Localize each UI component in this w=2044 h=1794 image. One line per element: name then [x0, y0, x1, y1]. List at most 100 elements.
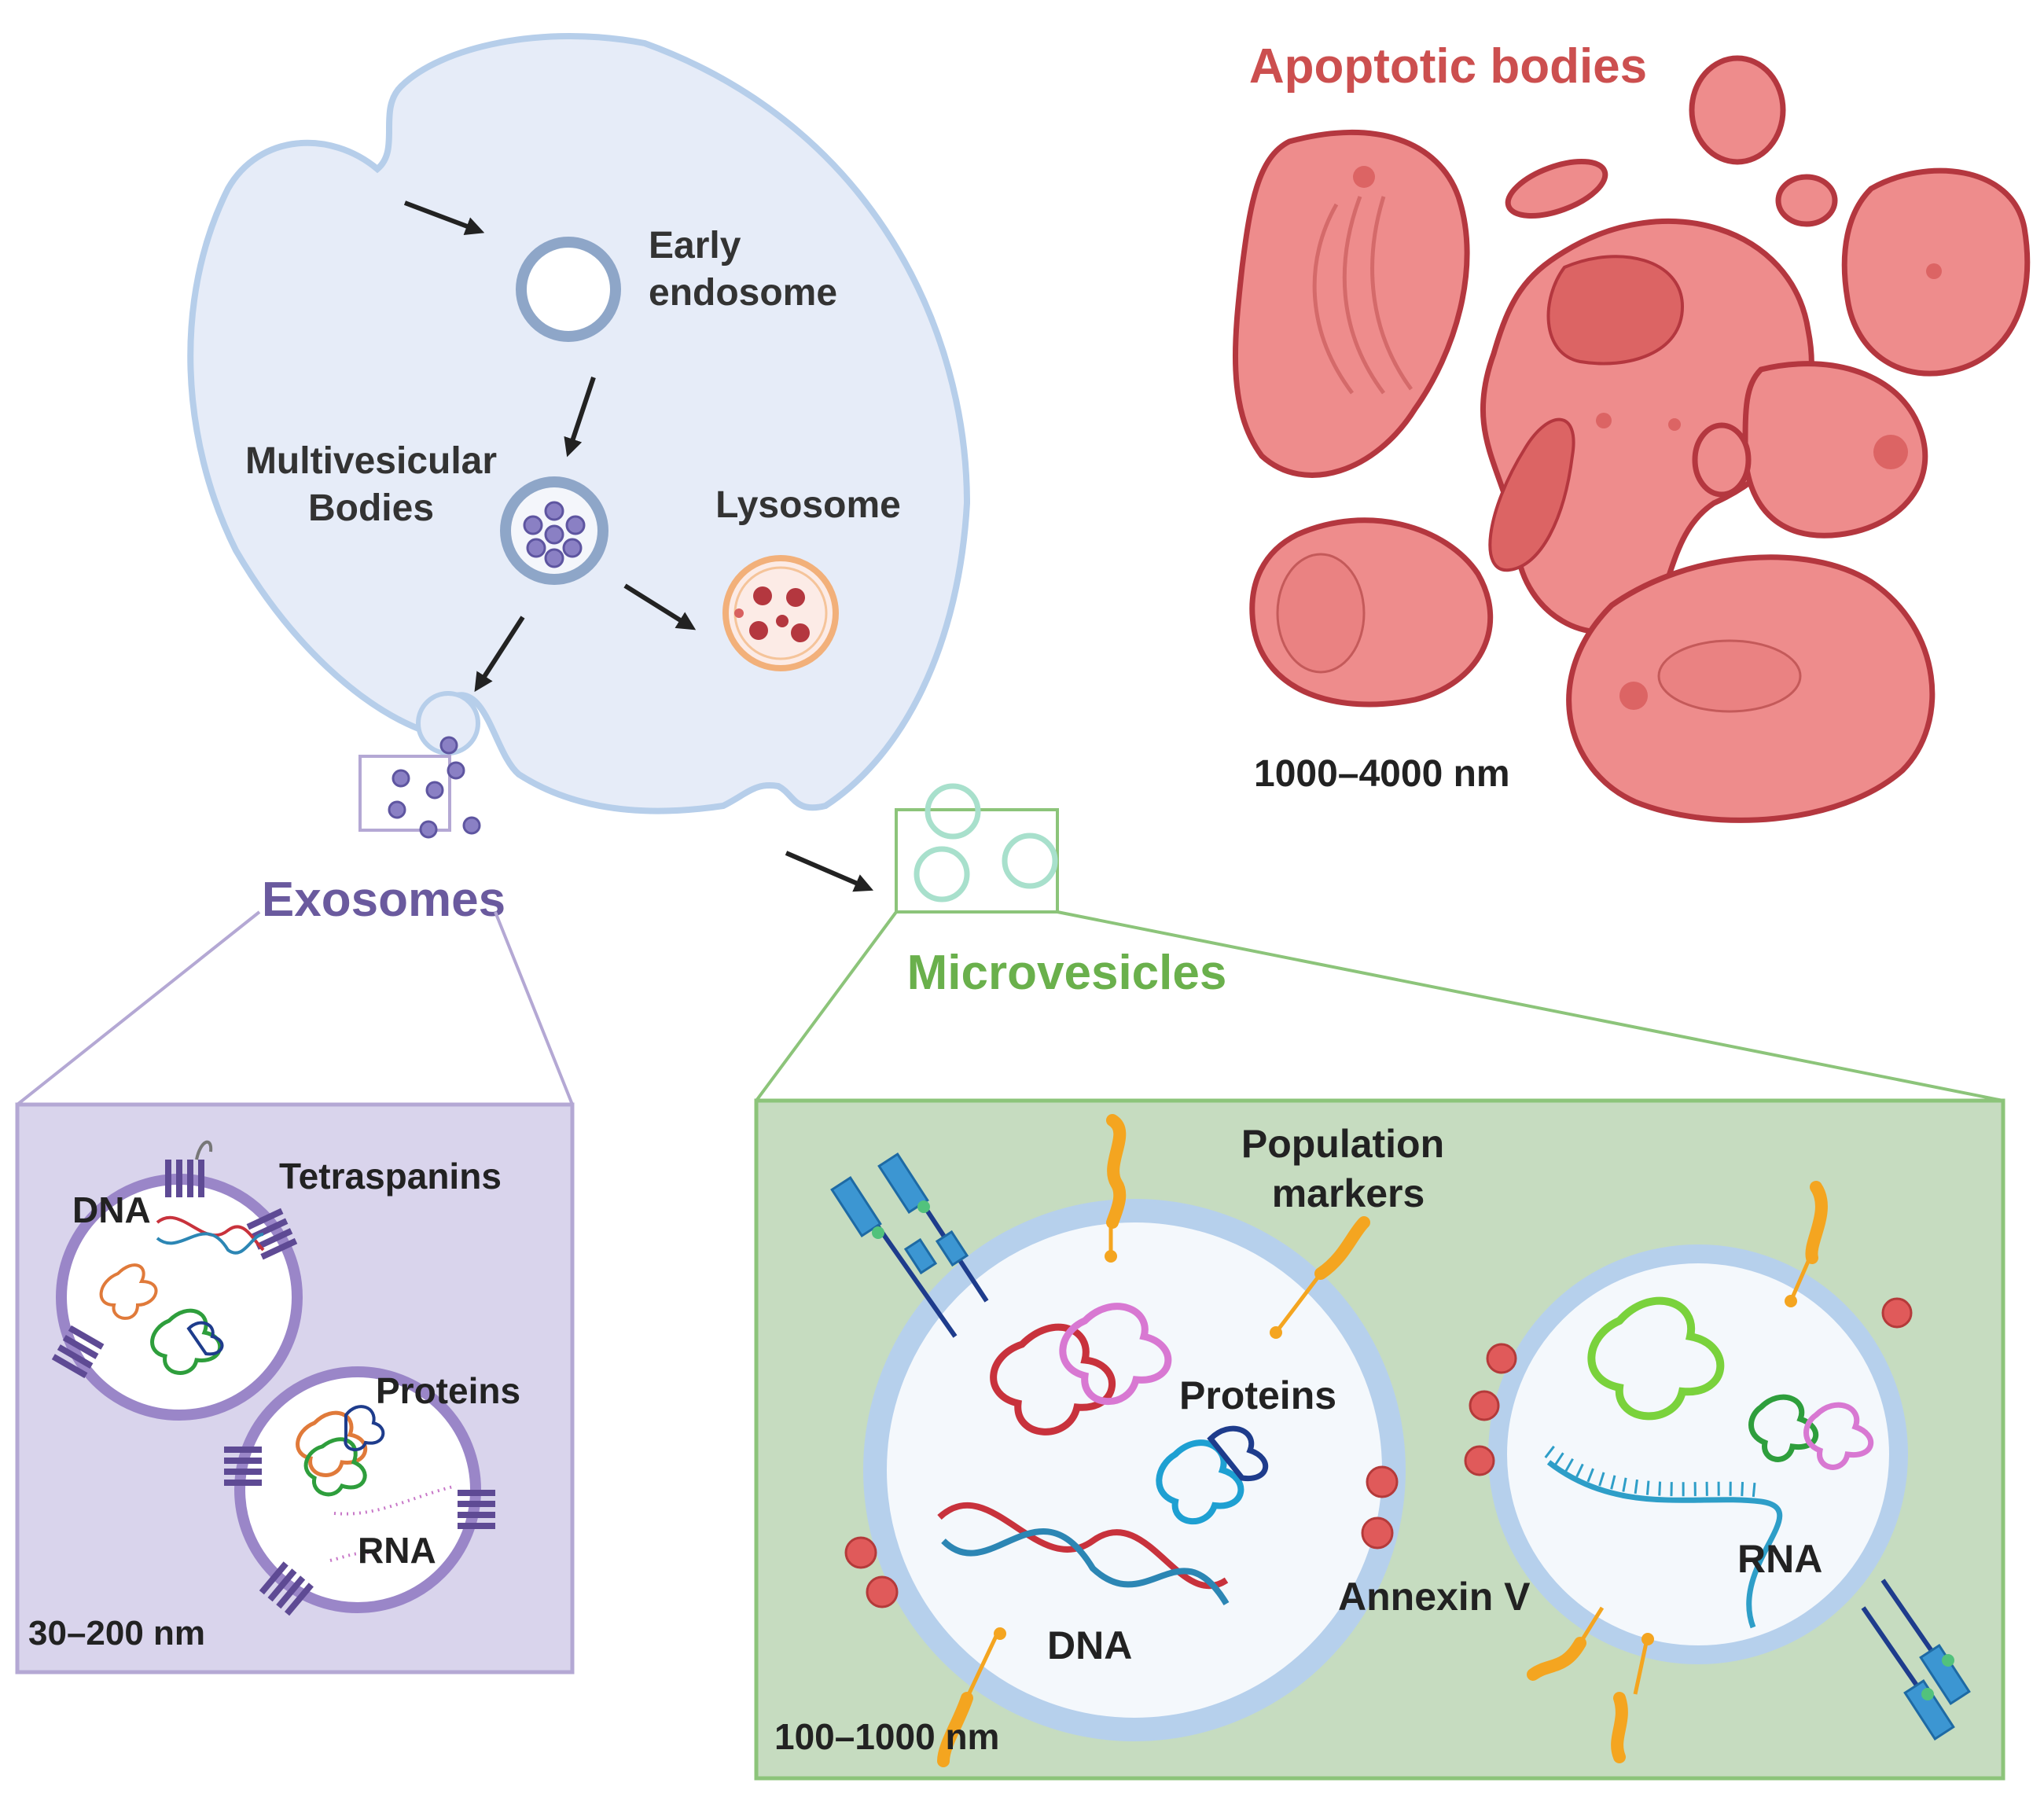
annexin-sphere: [1361, 1516, 1394, 1550]
annexin-label: Annexin V: [1338, 1575, 1531, 1619]
dna-helix: [941, 1528, 1230, 1606]
microvesicle: [863, 1199, 1406, 1741]
receptor-icon: [1861, 1579, 1971, 1741]
lysosome-granule: [791, 623, 810, 642]
population-marker-anchor: [994, 1627, 1006, 1640]
population-marker: [1805, 1181, 1828, 1264]
apoptotic-small-body: [1692, 422, 1752, 498]
cell: Early endosome Multivesicular Bodies Lys…: [187, 33, 1059, 914]
protein-blob: [1587, 1296, 1725, 1421]
annexin-sphere: [866, 1575, 899, 1608]
released-exosome: [425, 781, 444, 800]
exosome-rna-label: RNA: [358, 1530, 436, 1571]
population-marker-stem: [965, 1630, 1001, 1700]
lysosome-label: Lysosome: [715, 484, 901, 526]
apoptotic-granule: [1619, 682, 1648, 710]
apoptotic-granule: [1668, 418, 1681, 431]
population-marker: [937, 1692, 973, 1767]
protein-blob: [1803, 1402, 1874, 1470]
lysosome-granule: [749, 621, 768, 640]
arrow-to-microvesicles: [785, 851, 874, 892]
early-endosome-label-2: endosome: [649, 272, 837, 314]
mvb-vesicle: [526, 538, 546, 558]
population-marker-anchor: [1785, 1295, 1797, 1307]
released-exosome: [447, 761, 465, 780]
mvb-vesicle: [562, 538, 583, 558]
released-microvesicle: [914, 846, 970, 903]
released-exosome: [392, 769, 410, 788]
microvesicle-size: 100–1000 nm: [774, 1716, 999, 1757]
population-marker-stem: [1578, 1606, 1605, 1645]
lysosome-granule: [786, 588, 805, 607]
micro-rna-label: RNA: [1737, 1537, 1822, 1581]
lysosome-granule: [753, 586, 772, 605]
protein-blob: [1059, 1303, 1172, 1405]
mitochondrion: [1657, 639, 1802, 713]
apoptotic-granule: [1596, 413, 1612, 428]
population-marker: [1314, 1216, 1370, 1280]
apoptotic-granule: [1926, 263, 1942, 279]
exosome-size: 30–200 nm: [28, 1614, 205, 1652]
apoptotic-nucleus-fragment: [1488, 417, 1575, 572]
arrow-endocytosis: [403, 200, 485, 235]
arrow-to-lysosome: [623, 583, 697, 630]
rna-strand: [329, 1551, 370, 1562]
dna-helix: [937, 1502, 1229, 1590]
exosome-dna-label: DNA: [72, 1189, 151, 1230]
annexin-sphere: [844, 1536, 877, 1569]
protein-blob: [303, 1437, 367, 1497]
protein-blob: [99, 1263, 158, 1320]
tetraspanins-label: Tetraspanins: [279, 1156, 502, 1197]
apoptotic-granule: [1873, 435, 1908, 469]
annexin-sphere: [1469, 1390, 1500, 1421]
micro-zoom-line-right: [1057, 910, 2004, 1102]
micro-proteins-label: Proteins: [1179, 1373, 1336, 1417]
released-exosome: [439, 736, 458, 755]
tetraspanin-icon: [51, 1325, 105, 1379]
apoptotic-bodies: Apoptotic bodies 1000–4000 nm: [1232, 39, 2031, 823]
lysosome-granule: [776, 615, 789, 627]
protein-blob: [150, 1308, 222, 1375]
endoplasmic-reticulum: [1312, 196, 1414, 395]
population-marker-anchor: [1270, 1326, 1282, 1339]
microvesicles-panel: Microvesicles: [754, 910, 2005, 1781]
dna-helix: [156, 1232, 264, 1255]
apoptotic-blob-left: [1232, 130, 1470, 478]
annexin-sphere: [1464, 1445, 1495, 1476]
early-endosome: [516, 237, 621, 342]
protein-blob: [344, 1405, 385, 1451]
arrow-to-exocytosis: [474, 616, 525, 693]
population-marker-anchor: [1105, 1250, 1117, 1263]
rna-strand: [1546, 1460, 1783, 1629]
annexin-sphere: [1881, 1297, 1913, 1329]
exosomes-panel: Exosomes DNA Tetrasp: [15, 873, 575, 1675]
exosome-zoom-box: [358, 755, 451, 832]
tetraspanin-icon: [259, 1561, 314, 1616]
tetraspanin-icon: [458, 1490, 495, 1529]
microvesicle: [1488, 1244, 1908, 1664]
mvb-vesicle: [544, 501, 564, 521]
mvb-label-2: Bodies: [308, 487, 434, 529]
apoptotic-granule: [1353, 166, 1375, 188]
released-exosome: [462, 816, 481, 835]
protein-blob: [1748, 1394, 1819, 1462]
apoptotic-small-body: [1505, 159, 1608, 219]
lysosome: [722, 555, 839, 671]
annexin-sphere: [1366, 1465, 1399, 1498]
mitochondrion: [1276, 553, 1366, 674]
mvb-vesicle: [565, 515, 586, 535]
microvesicles-title: Microvesicles: [907, 946, 1227, 1000]
micro-dna-label: DNA: [1047, 1623, 1132, 1667]
apoptotic-small-body: [1775, 174, 1838, 227]
mvb-vesicle: [523, 515, 543, 535]
population-marker-stem: [1633, 1638, 1649, 1695]
arrow-to-mvb: [564, 377, 596, 458]
population-markers-label-1: Population: [1241, 1122, 1444, 1166]
micro-zoom-line-left: [755, 910, 898, 1102]
receptor-icon: [830, 1152, 989, 1338]
protein-blob: [1207, 1425, 1269, 1482]
exosome-zoom-line-left: [16, 910, 261, 1106]
tetraspanin-icon: [224, 1447, 262, 1486]
exosome-zoom-line-right: [494, 911, 574, 1105]
protein-blob: [990, 1323, 1116, 1436]
